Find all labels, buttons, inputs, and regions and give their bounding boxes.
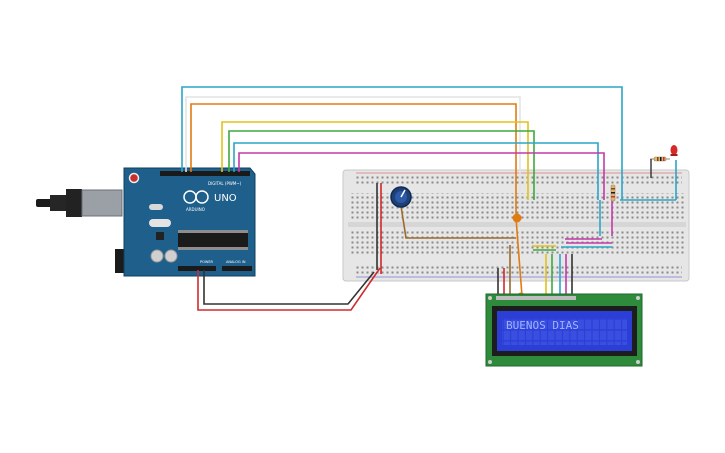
arduino-uno-board: UNO ARDUINO DIGITAL (PWM~) POWER ANALOG … <box>36 167 256 277</box>
wire-magenta <box>238 152 605 200</box>
resistor <box>610 184 616 202</box>
wire-pot-wiper <box>400 205 516 239</box>
power-header <box>178 266 216 271</box>
lcd-display-text: BUENOS DIAS <box>506 319 579 332</box>
lcd-pin-header <box>496 296 576 300</box>
wire-green <box>228 130 535 200</box>
wire-ground <box>203 270 375 305</box>
atmega-chip <box>178 233 248 247</box>
analog-in-label: ANALOG IN <box>226 260 246 264</box>
wire-white <box>185 96 521 200</box>
wire-cyan <box>181 86 623 200</box>
red-led <box>670 145 678 156</box>
signal-wires <box>181 86 677 311</box>
power-label: POWER <box>200 260 214 264</box>
potentiometer[interactable] <box>390 186 412 208</box>
arduino-brand-text: ARDUINO <box>186 207 205 212</box>
led-resistor <box>650 156 670 178</box>
wire-cyan-2 <box>233 142 599 200</box>
lcd-16x2-module: BUENOS DIAS <box>485 293 643 367</box>
digital-pwm-label: DIGITAL (PWM~) <box>208 181 242 186</box>
wire-5v <box>197 267 381 311</box>
wire-junction <box>512 213 522 223</box>
analog-header <box>222 266 252 271</box>
uno-logo-text: UNO <box>214 193 237 204</box>
usb-cable <box>36 189 123 217</box>
reset-button[interactable] <box>128 172 140 184</box>
digital-header <box>160 171 250 176</box>
wire-yellow <box>221 121 529 200</box>
wire-orange <box>190 103 517 218</box>
